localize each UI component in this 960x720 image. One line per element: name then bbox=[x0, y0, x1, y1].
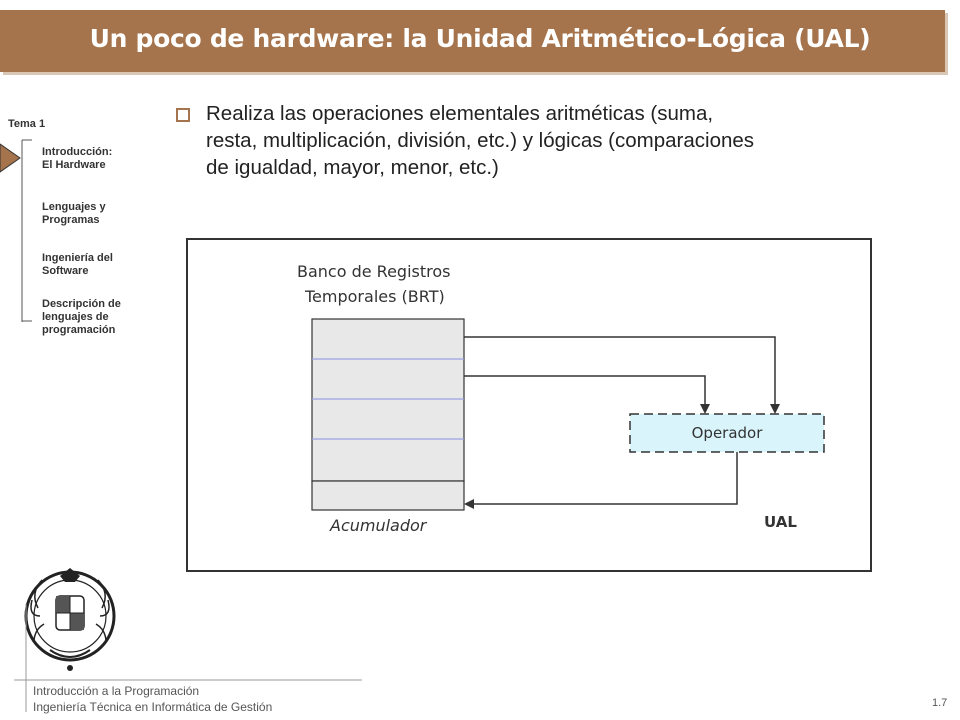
brt-to-operator-line-1 bbox=[464, 336, 780, 414]
operator-to-accumulator-line bbox=[464, 452, 738, 509]
ual-label: UAL bbox=[764, 513, 797, 531]
title-bar bbox=[0, 10, 945, 72]
footer-degree: Ingeniería Técnica en Informática de Ges… bbox=[33, 700, 273, 714]
accumulator-label: Acumulador bbox=[330, 516, 427, 535]
sidebar-item-label: Descripción de bbox=[42, 298, 121, 310]
sidebar-tree bbox=[0, 139, 32, 322]
brt-label-line2: Temporales (BRT) bbox=[305, 287, 445, 306]
active-arrow-icon bbox=[0, 143, 21, 173]
sidebar-item-label: lenguajes de bbox=[42, 311, 109, 323]
operator-box bbox=[629, 413, 825, 453]
sidebar-heading: Tema 1 bbox=[8, 118, 46, 130]
brt-label-line1: Banco de Registros bbox=[297, 262, 451, 281]
bullet-line: de igualdad, mayor, menor, etc.) bbox=[206, 156, 499, 179]
sidebar-item-introduccion[interactable]: Introducción: El Hardware bbox=[42, 146, 152, 172]
sidebar-item-ingenieria[interactable]: Ingeniería del Software bbox=[42, 252, 152, 278]
bullet-text: Realiza las operaciones elementales arit… bbox=[206, 100, 936, 181]
accumulator-register bbox=[311, 480, 465, 511]
bullet-line: Realiza las operaciones elementales arit… bbox=[206, 102, 714, 125]
sidebar-item-label: Lenguajes y bbox=[42, 201, 106, 213]
register-bank bbox=[311, 318, 465, 482]
operator-label: Operador bbox=[691, 424, 763, 442]
sidebar-item-label: Software bbox=[42, 265, 89, 277]
slide-title: Un poco de hardware: la Unidad Aritmétic… bbox=[89, 24, 871, 53]
sidebar-item-label: Introducción: bbox=[42, 146, 113, 158]
ual-diagram-frame bbox=[186, 238, 872, 572]
sidebar-item-descripcion[interactable]: Descripción de lenguajes de programación bbox=[42, 298, 152, 337]
sidebar-item-lenguajes[interactable]: Lenguajes y Programas bbox=[42, 201, 152, 227]
page-number: 1.7 bbox=[932, 697, 948, 709]
sidebar-item-label: programación bbox=[42, 324, 116, 336]
brt-to-operator-line-2 bbox=[464, 375, 710, 414]
footer-course: Introducción a la Programación bbox=[33, 684, 200, 698]
bullet-square-icon bbox=[176, 108, 190, 122]
sidebar-item-label: El Hardware bbox=[42, 159, 106, 171]
sidebar-item-label: Ingeniería del bbox=[42, 252, 113, 264]
bullet-line: resta, multiplicación, división, etc.) y… bbox=[206, 129, 755, 152]
sidebar-item-label: Programas bbox=[42, 214, 100, 226]
